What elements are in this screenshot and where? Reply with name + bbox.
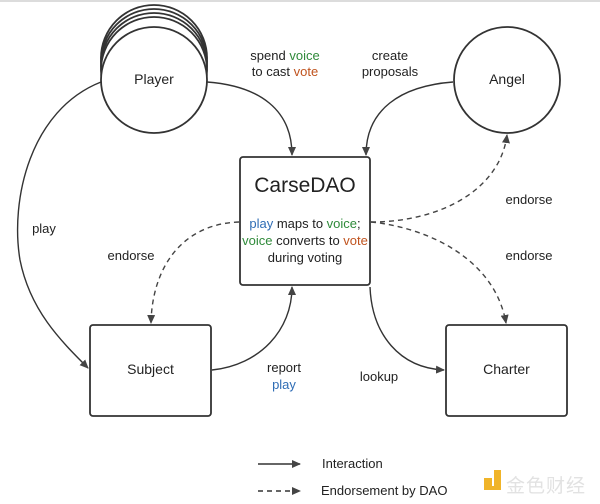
charter-label: Charter (483, 361, 530, 377)
charter-node[interactable] (445, 324, 568, 417)
carsedao-title: CarseDAO (254, 174, 356, 197)
dao-desc-line-3: during voting (267, 250, 343, 265)
player-label: Player (134, 71, 174, 87)
edge-player-to-dao (206, 81, 296, 156)
edge-label-cast-vote: to cast vote (251, 64, 319, 79)
edge-subject-to-dao (211, 286, 296, 371)
legend-interaction: Interaction (322, 456, 383, 471)
angel-label: Angel (489, 71, 525, 87)
edge-label-create: create (371, 48, 409, 63)
edge-label-proposals: proposals (361, 64, 419, 79)
edge-label-play: play (32, 221, 56, 236)
carsedao-node[interactable] (239, 156, 371, 286)
edge-label-spend-voice: spend voice (250, 48, 320, 63)
edge-label-endorse-charter: endorse (505, 248, 553, 263)
carsedao-description: play maps to voice; voice converts to vo… (240, 215, 370, 266)
watermark: 金色财经 (506, 471, 586, 498)
top-border (0, 0, 600, 2)
watermark-text: 金色财经 (506, 475, 587, 497)
player-node[interactable] (100, 4, 208, 134)
edge-dao-to-charter (369, 286, 445, 374)
edge-dao-endorse-angel (370, 134, 510, 223)
angel-node[interactable] (453, 26, 561, 134)
edge-dao-endorse-subject (147, 221, 240, 324)
edge-player-to-subject (16, 81, 102, 369)
dao-desc-line-1: play maps to voice; (249, 216, 361, 231)
edge-label-lookup: lookup (359, 369, 399, 384)
edge-label-endorse-angel: endorse (505, 192, 553, 207)
subject-label: Subject (127, 361, 174, 377)
edge-label-endorse-subject: endorse (107, 248, 155, 263)
dao-desc-line-2: voice converts to vote (242, 233, 368, 248)
edge-angel-to-dao (362, 81, 454, 156)
watermark-logo-icon (484, 470, 501, 490)
edge-dao-endorse-charter (370, 221, 509, 324)
legend-endorsement: Endorsement by DAO (321, 483, 448, 498)
subject-node[interactable] (89, 324, 212, 417)
edge-label-report-play: play (272, 377, 296, 392)
edge-label-report: report (267, 360, 301, 375)
